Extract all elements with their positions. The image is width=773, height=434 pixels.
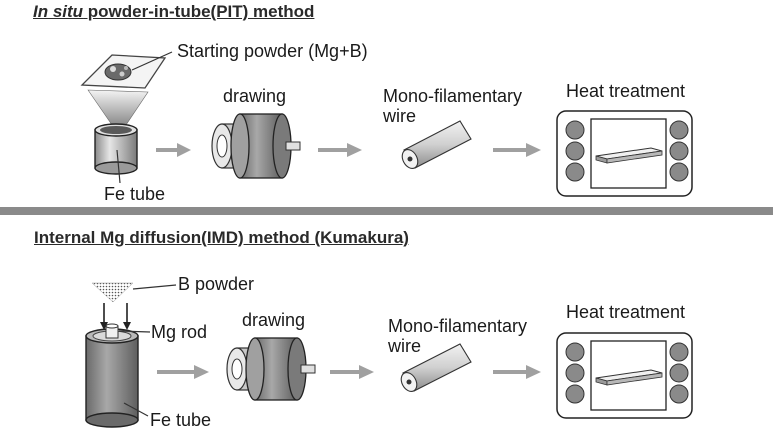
pit-drawing-label: drawing xyxy=(223,86,287,106)
pit-wire-label-line1: Mono-filamentary xyxy=(383,86,523,106)
furnace-icon xyxy=(556,110,693,197)
b-powder-label: B powder xyxy=(178,274,255,294)
imd-drawing-label: drawing xyxy=(242,310,306,330)
pit-section-title: In situ powder-in-tube(PIT) method xyxy=(33,2,314,22)
flow-arrow xyxy=(493,143,541,157)
mg-rod-label: Mg rod xyxy=(151,322,208,342)
b-powder-pile-icon xyxy=(91,282,134,303)
pit-heat-treatment-label: Heat treatment xyxy=(566,81,686,101)
imd-section xyxy=(85,282,693,428)
flow-arrow xyxy=(156,143,191,157)
flow-arrow xyxy=(318,143,362,157)
pit-title-italic: In situ xyxy=(33,2,84,21)
furnace-icon xyxy=(556,332,693,419)
fe-tube-long xyxy=(85,323,139,428)
flow-arrow xyxy=(330,365,374,379)
pit-section xyxy=(80,51,693,197)
pit-fe-tube-label: Fe tube xyxy=(104,184,166,204)
b-powder-leader-line xyxy=(132,284,177,290)
wire-icon xyxy=(400,343,472,392)
drawing-die-icon xyxy=(211,113,301,179)
imd-wire-label-line2: wire xyxy=(388,336,422,356)
imd-heat-treatment-label: Heat treatment xyxy=(566,302,686,322)
mg-rod-leader-line xyxy=(118,330,151,333)
flow-arrow xyxy=(157,365,209,379)
imd-fe-tube-label: Fe tube xyxy=(150,410,212,430)
powder-leader-line xyxy=(131,51,173,71)
flow-arrow xyxy=(493,365,541,379)
pit-title-rest: powder-in-tube(PIT) method xyxy=(83,2,315,21)
imd-wire-label-line1: Mono-filamentary xyxy=(388,316,528,336)
pit-wire-label-line2: wire xyxy=(383,106,417,126)
wire-icon xyxy=(401,120,472,169)
drawing-die-icon xyxy=(226,337,316,401)
funnel-cone xyxy=(87,89,149,126)
tube-leader-line xyxy=(116,149,121,184)
section-divider xyxy=(0,207,773,215)
tube-leader-line xyxy=(123,402,149,417)
fe-tube-short xyxy=(94,123,138,175)
imd-section-title: Internal Mg diffusion(IMD) method (Kumak… xyxy=(34,228,409,247)
starting-powder-label: Starting powder (Mg+B) xyxy=(177,41,368,61)
